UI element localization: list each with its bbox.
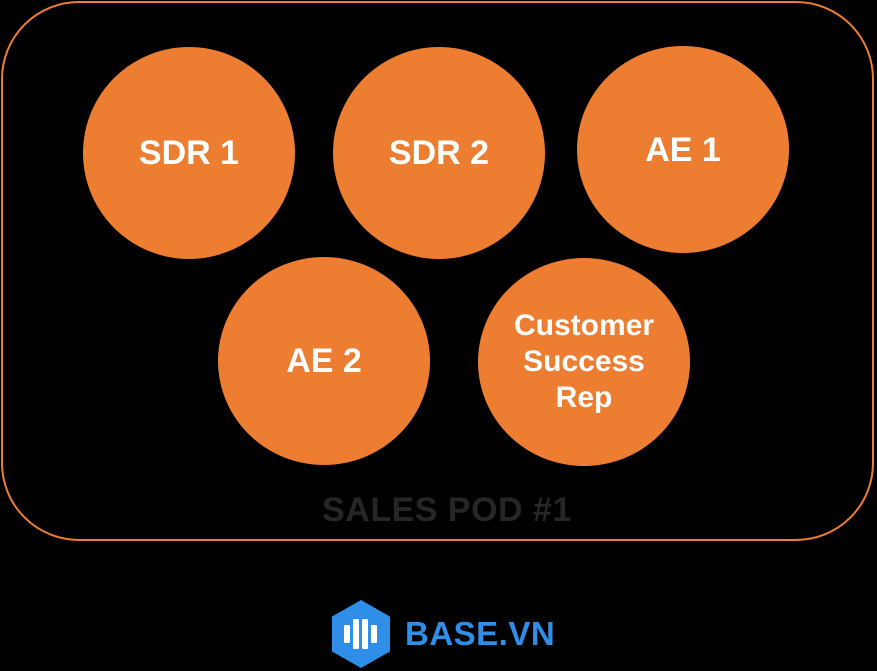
member-circle-ae-1: AE 1 — [577, 46, 789, 253]
member-circle-sdr-1: SDR 1 — [83, 47, 295, 259]
member-label: SDR 2 — [388, 134, 490, 172]
base-hexagon-logo-icon — [329, 598, 393, 670]
member-circle-sdr-2: SDR 2 — [333, 47, 545, 259]
member-label: Customer Success Rep — [513, 309, 655, 414]
brand-name: BASE.VN — [405, 615, 556, 652]
member-circle-customer-success-rep: Customer Success Rep — [478, 258, 690, 466]
member-label: SDR 1 — [138, 134, 240, 172]
pod-title: SALES POD #1 — [322, 491, 572, 529]
member-label: AE 2 — [286, 342, 362, 380]
member-circle-ae-2: AE 2 — [218, 257, 430, 465]
member-label: AE 1 — [645, 130, 721, 169]
brand-logo: BASE.VN — [329, 598, 555, 670]
sales-pod-frame — [1, 1, 874, 541]
